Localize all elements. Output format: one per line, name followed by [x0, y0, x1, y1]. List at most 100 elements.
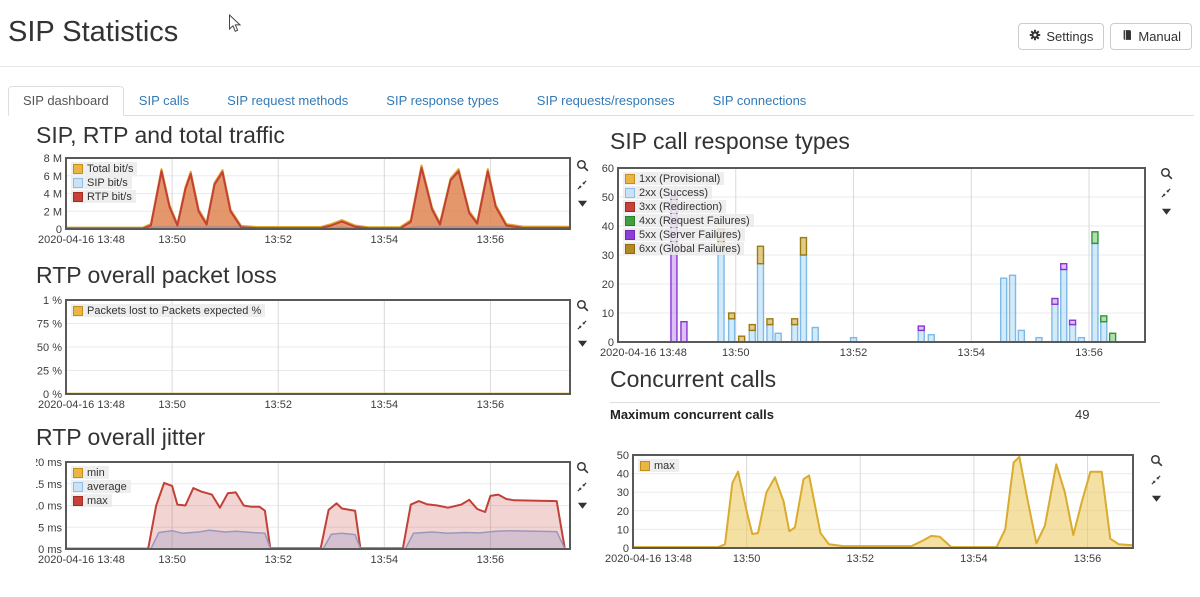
traffic-chart-title: SIP, RTP and total traffic — [36, 122, 285, 148]
svg-text:13:52: 13:52 — [264, 399, 292, 411]
concurrent-calls-section-header: Concurrent calls — [610, 366, 1160, 403]
compress-icon[interactable] — [1159, 185, 1174, 200]
concurrent-chart-tools — [1148, 453, 1164, 506]
svg-text:2020-04-16 13:48: 2020-04-16 13:48 — [38, 554, 125, 566]
svg-text:0: 0 — [56, 224, 62, 236]
chevron-down-icon[interactable] — [575, 336, 590, 351]
mouse-cursor — [228, 13, 242, 39]
svg-text:13:52: 13:52 — [840, 347, 868, 359]
legend-label: SIP bit/s — [87, 176, 128, 189]
svg-text:20 ms: 20 ms — [36, 457, 62, 469]
legend-item-min[interactable]: min — [71, 466, 109, 479]
svg-text:30: 30 — [602, 250, 614, 262]
svg-text:2020-04-16 13:48: 2020-04-16 13:48 — [605, 553, 692, 565]
svg-text:20: 20 — [602, 279, 614, 291]
svg-text:0.25 %: 0.25 % — [36, 366, 62, 378]
legend-item-sip-bit-s[interactable]: SIP bit/s — [71, 176, 132, 189]
compress-icon[interactable] — [1149, 472, 1164, 487]
legend-swatch — [625, 201, 635, 212]
svg-text:2020-04-16 13:48: 2020-04-16 13:48 — [600, 347, 687, 359]
svg-text:13:56: 13:56 — [1074, 553, 1102, 565]
manual-button[interactable]: Manual — [1110, 23, 1192, 50]
svg-text:13:52: 13:52 — [264, 234, 292, 246]
packetloss-chart-legend: Packets lost to Packets expected % — [71, 304, 266, 317]
jitter-chart-tools — [574, 460, 590, 513]
chevron-down-icon[interactable] — [1149, 491, 1164, 506]
legend-label: Total bit/s — [87, 162, 134, 175]
zoom-icon[interactable] — [575, 158, 590, 173]
legend-swatch — [73, 481, 83, 492]
legend-item-rtp-bit-s[interactable]: RTP bit/s — [71, 190, 136, 203]
chevron-down-icon[interactable] — [1159, 204, 1174, 219]
zoom-icon[interactable] — [575, 460, 590, 475]
svg-text:4 M: 4 M — [44, 189, 62, 201]
legend-item-4xx-request-failures[interactable]: 4xx (Request Failures) — [623, 214, 754, 227]
svg-text:1 %: 1 % — [43, 295, 62, 307]
tab-sip-request-methods[interactable]: SIP request methods — [227, 93, 349, 108]
legend-label: 2xx (Success) — [639, 186, 709, 199]
compress-icon[interactable] — [575, 317, 590, 332]
svg-text:13:54: 13:54 — [960, 553, 988, 565]
legend-swatch — [625, 215, 635, 226]
compress-icon[interactable] — [575, 479, 590, 494]
tab-sip-response-types[interactable]: SIP response types — [386, 93, 499, 108]
tab-sip-requests-responses[interactable]: SIP requests/responses — [536, 93, 675, 108]
svg-text:8 M: 8 M — [44, 154, 62, 165]
tab-bar: SIP dashboard SIP calls SIP request method… — [8, 86, 1194, 116]
svg-text:5 ms: 5 ms — [38, 522, 62, 534]
svg-text:40: 40 — [602, 221, 614, 233]
zoom-icon[interactable] — [575, 298, 590, 313]
chevron-down-icon[interactable] — [575, 498, 590, 513]
legend-item-6xx-global-failures[interactable]: 6xx (Global Failures) — [623, 242, 745, 255]
svg-text:13:56: 13:56 — [477, 399, 505, 411]
max-concurrent-calls-label: Maximum concurrent calls — [610, 407, 774, 422]
legend-label: 6xx (Global Failures) — [639, 242, 741, 255]
page-title: SIP Statistics — [8, 16, 179, 48]
legend-item-max[interactable]: max — [71, 494, 112, 507]
legend-swatch — [640, 460, 650, 471]
legend-label: RTP bit/s — [87, 190, 132, 203]
tab-sip-calls[interactable]: SIP calls — [138, 93, 190, 108]
svg-text:13:50: 13:50 — [722, 347, 750, 359]
svg-text:13:50: 13:50 — [158, 554, 186, 566]
book-icon — [1121, 29, 1133, 44]
legend-label: 5xx (Server Failures) — [639, 228, 742, 241]
svg-text:60: 60 — [602, 163, 614, 175]
svg-text:2020-04-16 13:48: 2020-04-16 13:48 — [38, 399, 125, 411]
legend-item-1xx-provisional[interactable]: 1xx (Provisional) — [623, 172, 725, 185]
zoom-icon[interactable] — [1149, 453, 1164, 468]
svg-text:20: 20 — [617, 506, 629, 518]
legend-label: max — [654, 459, 675, 472]
svg-text:50: 50 — [617, 450, 629, 462]
legend-item-5xx-server-failures[interactable]: 5xx (Server Failures) — [623, 228, 746, 241]
responses-chart-tools — [1158, 166, 1174, 219]
legend-item-average[interactable]: average — [71, 480, 131, 493]
zoom-icon[interactable] — [1159, 166, 1174, 181]
svg-text:13:54: 13:54 — [371, 554, 399, 566]
chevron-down-icon[interactable] — [575, 196, 590, 211]
legend-item-max[interactable]: max — [638, 459, 679, 472]
legend-item-2xx-success[interactable]: 2xx (Success) — [623, 186, 713, 199]
legend-item-3xx-redirection[interactable]: 3xx (Redirection) — [623, 200, 727, 213]
svg-text:15 ms: 15 ms — [36, 479, 62, 491]
svg-text:6 M: 6 M — [44, 171, 62, 183]
compress-icon[interactable] — [575, 177, 590, 192]
tab-sip-dashboard[interactable]: SIP dashboard — [8, 86, 124, 116]
svg-text:13:56: 13:56 — [477, 234, 505, 246]
svg-text:13:52: 13:52 — [847, 553, 875, 565]
legend-item-packets-lost-to-packets-expected[interactable]: Packets lost to Packets expected % — [71, 304, 266, 317]
tab-sip-connections[interactable]: SIP connections — [712, 93, 807, 108]
jitter-chart-title: RTP overall jitter — [36, 424, 206, 450]
svg-text:13:52: 13:52 — [264, 554, 292, 566]
settings-button[interactable]: Settings — [1018, 23, 1105, 50]
legend-swatch — [73, 191, 83, 202]
legend-label: 1xx (Provisional) — [639, 172, 721, 185]
legend-swatch — [73, 495, 83, 506]
legend-item-total-bit-s[interactable]: Total bit/s — [71, 162, 138, 175]
